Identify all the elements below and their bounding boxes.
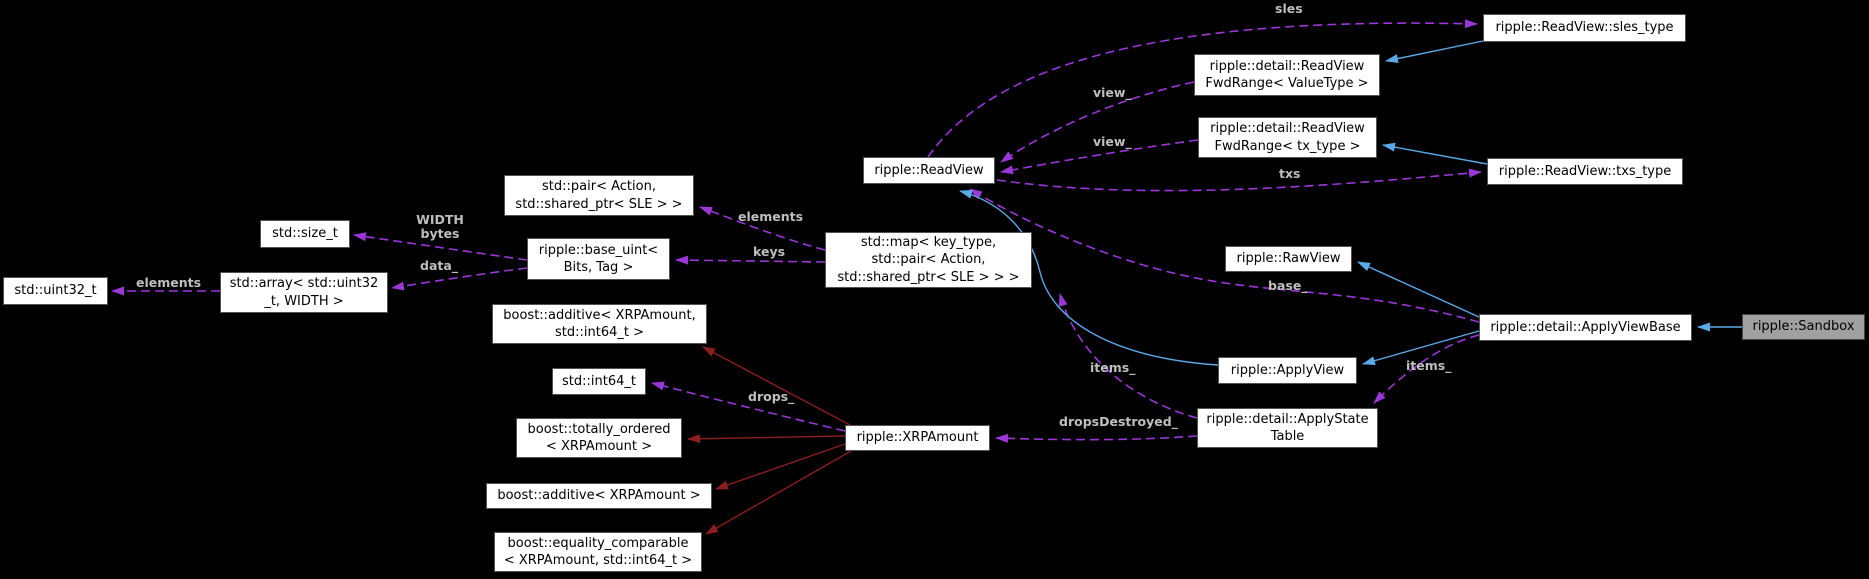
edge-map-elements-pair bbox=[699, 206, 826, 251]
node-readview-sles-type[interactable]: ripple::ReadView::sles_type bbox=[1483, 14, 1686, 42]
node-ripple-applyview[interactable]: ripple::ApplyView bbox=[1218, 357, 1357, 384]
edge-label-view-tx: view_ bbox=[1093, 134, 1132, 149]
edge-xrpamount-drops-int64 bbox=[651, 381, 846, 432]
node-std-int64-t[interactable]: std::int64_t bbox=[552, 368, 646, 395]
edge-applystatetable-dropsdestroyed-xrpamount bbox=[995, 433, 1198, 443]
edge-label-dropsdestroyed: dropsDestroyed_ bbox=[1059, 414, 1178, 429]
node-std-pair[interactable]: std::pair< Action, std::shared_ptr< SLE … bbox=[504, 175, 694, 216]
node-readview-fwdrange-valuetype[interactable]: ripple::detail::ReadView FwdRange< Value… bbox=[1194, 54, 1380, 96]
edge-label-elements-array: elements bbox=[136, 275, 202, 290]
node-readview-fwdrange-txtype[interactable]: ripple::detail::ReadView FwdRange< tx_ty… bbox=[1198, 117, 1377, 158]
edge-xrpamount-inherits-additive-x-i64 bbox=[702, 346, 851, 426]
edge-applyviewbase-items-applystatetable bbox=[1373, 334, 1480, 404]
edge-xrpamount-inherits-totallyordered bbox=[687, 434, 846, 444]
node-ripple-sandbox: ripple::Sandbox bbox=[1742, 314, 1865, 340]
node-ripple-applyviewbase[interactable]: ripple::detail::ApplyViewBase bbox=[1479, 314, 1692, 341]
node-std-array[interactable]: std::array< std::uint32 _t, WIDTH > bbox=[220, 272, 388, 313]
edge-readview-txs-txstype bbox=[996, 168, 1482, 192]
edge-applyview-inherits-readview bbox=[959, 189, 1219, 366]
edge-xrpamount-inherits-additive-x bbox=[715, 443, 846, 490]
edge-map-keys-baseuint bbox=[675, 255, 826, 265]
node-ripple-rawview[interactable]: ripple::RawView bbox=[1225, 246, 1352, 272]
node-ripple-applystatetable[interactable]: ripple::detail::ApplyState Table bbox=[1197, 408, 1378, 448]
edge-applyviewbase-inherits-applyview bbox=[1362, 330, 1480, 366]
edge-baseuint-data-array bbox=[391, 267, 528, 291]
edge-txstype-inherits-fwdrange-tx bbox=[1382, 142, 1488, 165]
node-boost-equality-comparable[interactable]: boost::equality_comparable < XRPAmount, … bbox=[494, 532, 702, 572]
edge-baseuint-width-bytes-sizet bbox=[353, 232, 528, 261]
node-readview-txs-type[interactable]: ripple::ReadView::txs_type bbox=[1487, 158, 1683, 185]
node-std-map[interactable]: std::map< key_type, std::pair< Action, s… bbox=[825, 232, 1032, 288]
edge-label-view-value: view_ bbox=[1093, 85, 1132, 100]
edge-applyviewbase-base-readview bbox=[969, 188, 1480, 323]
node-boost-totally-ordered[interactable]: boost::totally_ordered < XRPAmount > bbox=[516, 418, 682, 458]
edge-label-keys: keys bbox=[753, 244, 786, 259]
node-std-size-t[interactable]: std::size_t bbox=[260, 220, 350, 248]
edge-label-sles: sles bbox=[1275, 1, 1303, 16]
node-ripple-base-uint[interactable]: ripple::base_uint< Bits, Tag > bbox=[527, 238, 670, 280]
edge-label-drops: drops_ bbox=[748, 389, 795, 404]
edge-fwdrange-tx-view-readview bbox=[1000, 139, 1199, 175]
edge-slestype-inherits-fwdrange-value bbox=[1385, 40, 1484, 63]
edge-label-width-bytes: WIDTH bytes bbox=[416, 212, 464, 241]
node-boost-additive-xrp-int64[interactable]: boost::additive< XRPAmount, std::int64_t… bbox=[492, 304, 707, 344]
edge-label-items-left: items_ bbox=[1090, 360, 1136, 375]
edge-label-data: data_ bbox=[420, 258, 459, 273]
edge-xrpamount-inherits-equalitycomparable bbox=[705, 450, 852, 535]
node-std-uint32-t[interactable]: std::uint32_t bbox=[3, 277, 108, 305]
edge-label-txs: txs bbox=[1279, 166, 1301, 181]
node-boost-additive-xrp[interactable]: boost::additive< XRPAmount > bbox=[486, 483, 712, 509]
node-ripple-xrpamount[interactable]: ripple::XRPAmount bbox=[845, 425, 990, 451]
edge-label-elements-map: elements bbox=[738, 209, 804, 224]
node-ripple-readview[interactable]: ripple::ReadView bbox=[863, 157, 995, 184]
edge-fwdrange-value-view-readview bbox=[1000, 81, 1195, 163]
edge-label-items-right: items_ bbox=[1406, 358, 1452, 373]
edge-applystatetable-items-map bbox=[1058, 293, 1198, 419]
edge-applyviewbase-inherits-rawview bbox=[1357, 261, 1480, 318]
edge-label-base: base_ bbox=[1268, 278, 1308, 293]
edge-readview-sles-slestype bbox=[927, 19, 1478, 158]
